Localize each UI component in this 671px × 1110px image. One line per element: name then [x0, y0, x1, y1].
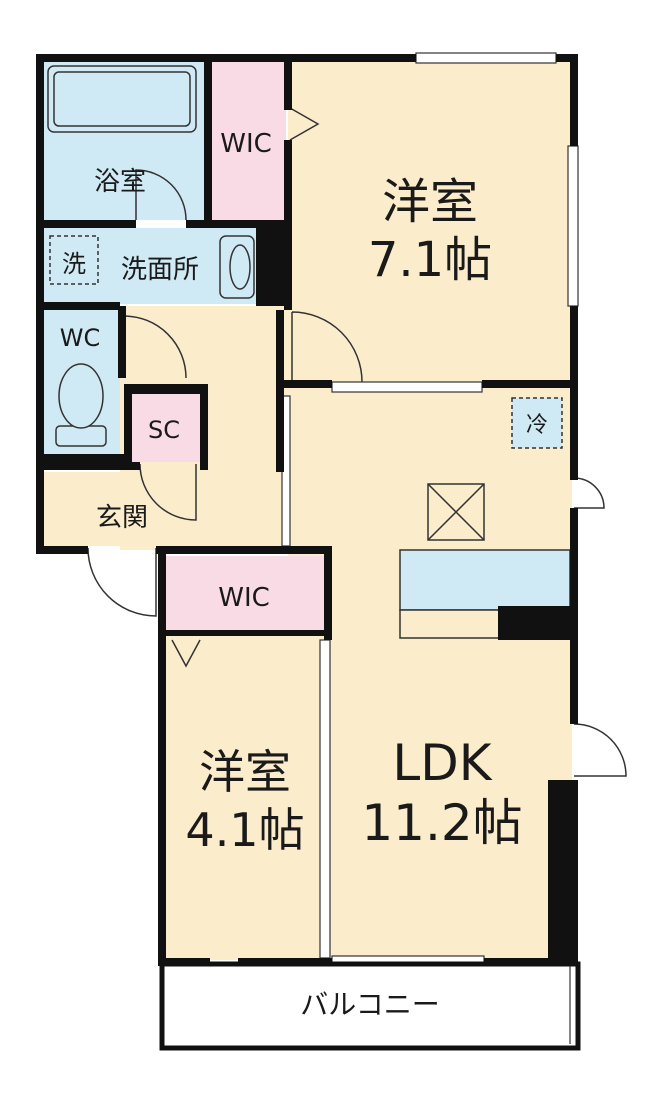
room-floor-ldk	[288, 388, 572, 960]
wall-toilet-south	[36, 454, 128, 470]
label-washer: 洗	[62, 250, 86, 278]
label-wic-south: WIC	[218, 583, 270, 613]
closet-wic-south	[166, 556, 324, 634]
wall-east-top	[570, 54, 578, 146]
wall-east-column	[548, 780, 578, 966]
wic-north-door	[289, 107, 320, 141]
bathtub	[47, 65, 197, 133]
wall-wic-western	[284, 54, 292, 110]
label-fridge: 冷	[526, 413, 548, 438]
label-bath: 浴室	[94, 167, 146, 197]
wall-east-mid	[570, 306, 578, 480]
label-balcony: バルコニー	[300, 988, 439, 1021]
basin-bowl	[229, 244, 251, 290]
window-north	[415, 52, 557, 64]
wall-bath-south	[36, 220, 136, 228]
wall-bath-south-2	[186, 220, 292, 228]
label-western-north-size: 7.1帖	[368, 232, 492, 288]
wall-sc-frame-right	[200, 384, 208, 470]
wall-sc-frame-top	[124, 384, 208, 394]
label-ldk-name: LDK	[392, 734, 492, 792]
wall-north-west	[36, 54, 416, 62]
range-hood-cross	[427, 483, 485, 541]
wall-sc-frame-left	[124, 384, 132, 470]
label-entrance: 玄関	[96, 503, 148, 533]
wall-washroom-south	[36, 302, 120, 310]
wall-wic-south-east	[324, 546, 332, 640]
closet-sc	[128, 392, 200, 462]
label-western-south-size: 4.1帖	[185, 803, 304, 857]
label-washroom: 洗面所	[121, 255, 199, 285]
wall-kitchen-block	[498, 606, 570, 640]
door-swing-east-ldk	[573, 723, 627, 777]
wall-sc-south	[124, 462, 140, 470]
wic-south-door	[171, 639, 201, 668]
room-floor-western-north	[288, 60, 572, 385]
door-swing-western-north	[291, 311, 363, 383]
partition-western-ldk	[331, 381, 483, 393]
wall-entrance-south	[36, 546, 88, 554]
label-wic-north: WIC	[220, 129, 272, 159]
fridge-space	[511, 397, 563, 449]
door-swing-east-small	[573, 477, 605, 509]
range-hood	[427, 483, 485, 541]
label-ldk-size: 11.2帖	[361, 794, 522, 852]
label-western-north-name: 洋室	[382, 174, 478, 230]
wall-wic-south-bottom	[166, 630, 326, 636]
bathtub-inner	[53, 71, 191, 127]
wash-basin	[219, 235, 255, 299]
labels: 浴室 洗 洗面所 WC WIC 洋室 7.1帖 冷 SC 玄関 WIC 洋室 4…	[60, 129, 548, 1021]
wall-entrance-south-2	[156, 546, 332, 554]
toilet-bowl	[58, 363, 104, 429]
balcony-outline	[159, 961, 581, 1051]
wall-western-ldk-right	[482, 380, 578, 388]
window-east	[567, 145, 579, 307]
balcony	[159, 961, 581, 1051]
wall-bath-wic	[204, 54, 212, 224]
wall-south-room-west	[158, 546, 166, 966]
room-floor-entrance	[42, 472, 206, 546]
wall-western-ldk-left	[284, 380, 332, 388]
room-floor-western-south	[166, 636, 324, 960]
wall-corridor-east	[276, 310, 284, 472]
toilet-tank	[55, 425, 107, 447]
label-sc: SC	[148, 416, 180, 444]
door-swing-entrance	[87, 547, 157, 617]
partition-south-room	[319, 639, 331, 959]
door-swing-sc	[139, 463, 197, 521]
closet-wic-north	[210, 60, 286, 220]
label-toilet: WC	[60, 324, 101, 352]
wall-washroom-east	[256, 220, 292, 306]
wall-east-low	[570, 508, 578, 724]
kitchen-counter	[399, 549, 571, 611]
kitchen-base	[399, 609, 501, 639]
wall-toilet-east	[118, 306, 126, 378]
label-western-south-name: 洋室	[199, 745, 291, 799]
washer-pan	[49, 235, 99, 285]
bath-door-swing	[135, 169, 187, 221]
wall-north-east	[556, 54, 578, 62]
